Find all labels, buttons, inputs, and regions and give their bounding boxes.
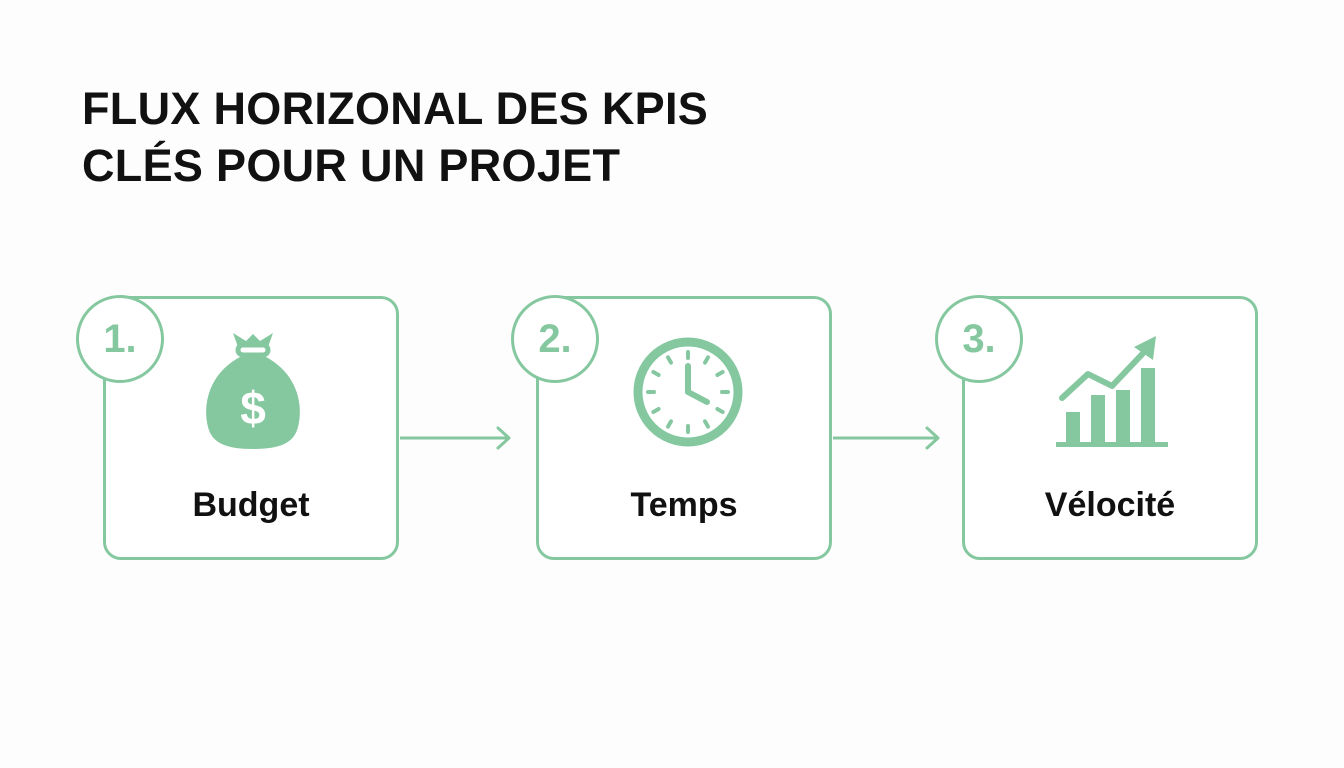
title-line-1: FLUX HORIZONAL DES KPIS (82, 83, 709, 134)
title-line-2: CLÉS POUR UN PROJET (82, 140, 621, 191)
flow-arrow-1 (400, 426, 511, 450)
step-label-budget: Budget (192, 486, 310, 524)
svg-text:$: $ (240, 382, 266, 434)
step-card-velocite (962, 296, 1258, 560)
step-label-temps: Temps (630, 486, 738, 524)
money-bag-icon: $ (206, 333, 300, 449)
step-number-badge-2: 2. (511, 295, 599, 383)
flow-arrow-2 (833, 426, 940, 450)
clock-icon (633, 337, 743, 447)
step-number-badge-3: 3. (935, 295, 1023, 383)
step-label-velocite: Vélocité (1044, 486, 1176, 524)
diagram-title: FLUX HORIZONAL DES KPIS CLÉS POUR UN PRO… (82, 80, 708, 194)
growth-chart-icon (1056, 336, 1168, 447)
step-number-badge-1: 1. (76, 295, 164, 383)
